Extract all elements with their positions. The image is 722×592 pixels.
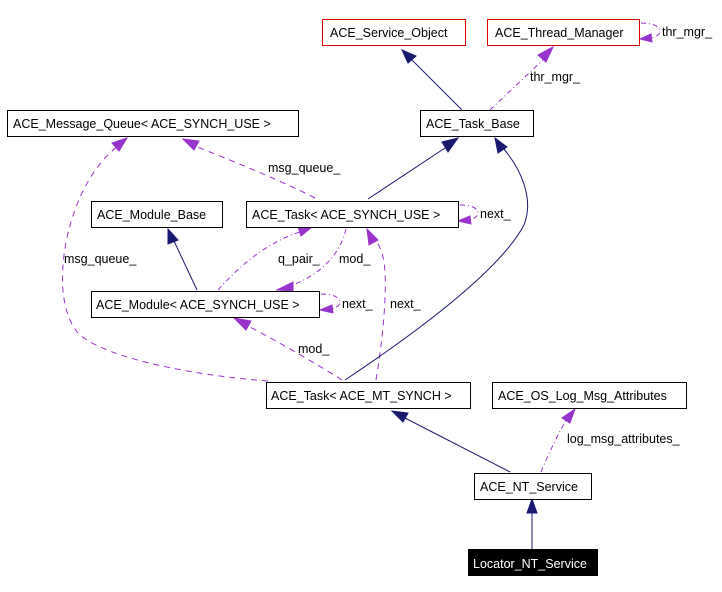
edge-task-base-to-thread-manager bbox=[489, 57, 546, 111]
node-ace-thread-manager[interactable]: ACE_Thread_Manager bbox=[487, 19, 640, 46]
node-ace-module-base[interactable]: ACE_Module_Base bbox=[91, 201, 223, 228]
edge-module-to-module-base bbox=[173, 240, 198, 291]
svg-text:ACE_Module< ACE_SYNCH_USE >: ACE_Module< ACE_SYNCH_USE > bbox=[96, 298, 300, 312]
node-locator-nt-service[interactable]: Locator_NT_Service bbox=[468, 549, 598, 576]
edge-task-mt-to-task-base bbox=[344, 147, 528, 381]
svg-text:ACE_Task_Base: ACE_Task_Base bbox=[426, 117, 520, 131]
edge-label-thr-mgr-self: thr_mgr_ bbox=[662, 25, 713, 39]
edge-thread-manager-self bbox=[640, 22, 661, 39]
edge-task-mt-to-module-mod bbox=[247, 325, 343, 381]
member-arrowhead bbox=[456, 215, 472, 225]
edge-task-to-message-queue bbox=[194, 145, 316, 199]
node-ace-module-synch-use[interactable]: ACE_Module< ACE_SYNCH_USE > bbox=[91, 291, 320, 318]
edge-label-thr-mgr: thr_mgr_ bbox=[530, 70, 581, 84]
svg-text:ACE_OS_Log_Msg_Attributes: ACE_OS_Log_Msg_Attributes bbox=[498, 389, 667, 403]
member-arrowhead bbox=[111, 137, 129, 152]
edge-label-log-msg-attributes: log_msg_attributes_ bbox=[567, 432, 681, 446]
node-ace-nt-service[interactable]: ACE_NT_Service bbox=[474, 473, 592, 500]
edge-task-to-module-mod bbox=[289, 228, 347, 287]
member-arrowhead bbox=[638, 33, 653, 43]
edge-nt-service-to-log-msg bbox=[540, 419, 567, 473]
edge-task-mt-to-message-queue bbox=[62, 145, 269, 382]
member-arrowhead bbox=[181, 138, 200, 151]
edge-task-to-task-base bbox=[367, 147, 446, 200]
edge-label-next-module: next_ bbox=[342, 297, 374, 311]
member-arrowhead bbox=[297, 226, 314, 237]
inherit-arrowhead bbox=[441, 137, 460, 153]
node-ace-task-mt-synch[interactable]: ACE_Task< ACE_MT_SYNCH > bbox=[266, 382, 471, 409]
inherit-arrowhead bbox=[390, 410, 409, 423]
node-ace-service-object[interactable]: ACE_Service_Object bbox=[322, 19, 466, 46]
svg-text:ACE_Service_Object: ACE_Service_Object bbox=[330, 26, 448, 40]
inherit-arrowhead bbox=[494, 136, 508, 154]
inherit-arrowhead bbox=[401, 49, 417, 64]
inherit-arrowhead bbox=[167, 227, 179, 245]
member-arrowhead bbox=[275, 281, 294, 292]
svg-text:ACE_Message_Queue< ACE_SYNCH_U: ACE_Message_Queue< ACE_SYNCH_USE > bbox=[13, 117, 271, 131]
node-ace-task-base[interactable]: ACE_Task_Base bbox=[420, 110, 534, 137]
svg-text:ACE_NT_Service: ACE_NT_Service bbox=[480, 480, 578, 494]
edge-module-to-task-q-pair bbox=[217, 231, 301, 291]
svg-text:ACE_Task< ACE_MT_SYNCH >: ACE_Task< ACE_MT_SYNCH > bbox=[271, 389, 452, 403]
node-ace-message-queue[interactable]: ACE_Message_Queue< ACE_SYNCH_USE > bbox=[7, 110, 299, 137]
member-arrowhead bbox=[366, 227, 379, 246]
member-arrowhead bbox=[232, 317, 252, 331]
edge-label-msg-queue-2: msg_queue_ bbox=[64, 252, 137, 266]
svg-text:ACE_Task< ACE_SYNCH_USE >: ACE_Task< ACE_SYNCH_USE > bbox=[252, 208, 440, 222]
edge-label-msg-queue-1: msg_queue_ bbox=[268, 161, 341, 175]
svg-text:ACE_Module_Base: ACE_Module_Base bbox=[97, 208, 206, 222]
edge-task-self bbox=[459, 204, 479, 221]
edge-task-base-to-service-object bbox=[409, 57, 463, 111]
edge-task-mt-to-task-next bbox=[373, 237, 386, 381]
svg-text:Locator_NT_Service: Locator_NT_Service bbox=[473, 557, 587, 571]
edge-label-mod-1: mod_ bbox=[339, 252, 371, 266]
inherit-arrowhead bbox=[526, 497, 538, 514]
edge-label-next-task: next_ bbox=[480, 207, 512, 221]
node-ace-task-synch-use[interactable]: ACE_Task< ACE_SYNCH_USE > bbox=[246, 201, 459, 228]
svg-text:ACE_Thread_Manager: ACE_Thread_Manager bbox=[495, 26, 624, 40]
member-arrowhead bbox=[561, 407, 576, 424]
member-arrowhead bbox=[537, 45, 555, 63]
member-arrowhead bbox=[318, 304, 334, 314]
edge-label-next-mt: next_ bbox=[390, 297, 422, 311]
edge-nt-service-to-task-mt bbox=[402, 416, 511, 473]
edge-label-q-pair: q_pair_ bbox=[278, 252, 321, 266]
edge-label-mod-2: mod_ bbox=[298, 342, 330, 356]
node-ace-os-log-msg-attributes[interactable]: ACE_OS_Log_Msg_Attributes bbox=[492, 382, 687, 409]
